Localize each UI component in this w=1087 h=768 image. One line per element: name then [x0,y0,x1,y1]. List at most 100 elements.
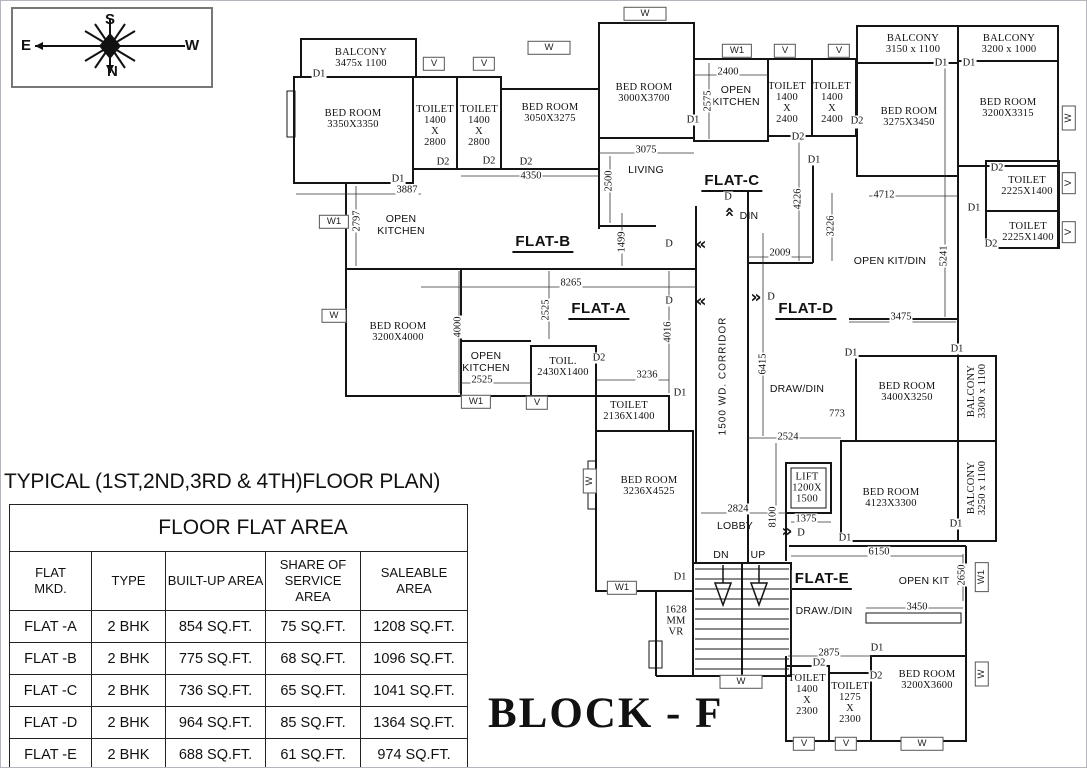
compass-north: N [107,63,118,80]
col-flat-mkd: FLAT MKD. [9,551,92,611]
label-toilet-2225-a: TOILET 2225X1400 [1001,175,1053,197]
door-marker: D1 [311,68,327,80]
dim-4016: 4016 [662,320,674,344]
cell-builtup: 854 SQ.FT. [165,610,266,643]
door-marker: D1 [869,642,885,654]
label-stairs-up: UP [750,549,766,561]
dim-2575: 2575 [702,89,714,113]
label-open-kitchen-b: OPEN KITCHEN [377,213,425,237]
window-marker: W [527,40,571,56]
window-marker: W [321,308,347,324]
cell-saleable: 1208 SQ.FT. [360,610,468,643]
dim-2400: 2400 [716,66,740,78]
door-marker: D [723,191,733,203]
block-title: BLOCK - F [488,690,724,737]
cell-flat: FLAT -B [9,642,92,675]
cell-type: 2 BHK [91,674,166,707]
plan-title: TYPICAL (1ST,2ND,3RD & 4TH)FLOOR PLAN) [4,470,441,493]
label-balcony-3300: BALCONY 3300 x 1100 [966,363,988,419]
window-marker: W [582,468,598,494]
window-marker: W [623,6,667,22]
label-bedroom-3200-3315: BED ROOM 3200X3315 [979,97,1037,119]
compass-east: E [21,37,32,54]
dim-2650: 2650 [956,563,968,587]
vent-marker: V [827,43,851,59]
dim-8100: 8100 [767,505,779,529]
dim-4000: 4000 [452,315,464,339]
col-service: SHARE OF SERVICE AREA [265,551,361,611]
vent-marker: V [472,56,496,72]
col-builtup: BUILT-UP AREA [165,551,266,611]
vent-marker: V [1061,220,1077,244]
cell-service: 65 SQ.FT. [265,674,361,707]
cell-saleable: 1364 SQ.FT. [360,706,468,739]
label-draw-din-e: DRAW./DIN [795,605,853,617]
flat-area-table: FLOOR FLAT AREA FLAT MKD. TYPE BUILT-UP … [9,504,468,767]
dim-4226: 4226 [792,187,804,211]
window-marker: W1 [318,214,350,230]
label-bedroom-3400: BED ROOM 3400X3250 [878,381,936,403]
dim-2524: 2524 [776,431,800,443]
label-toilet-1400-2300: TOILET 1400 X 2300 [788,673,826,717]
label-toilet-2136: TOILET 2136X1400 [603,400,655,422]
cell-type: 2 BHK [91,610,166,643]
door-marker: D1 [672,387,688,399]
label-balcony-3475: BALCONY 3475x 1100 [334,47,388,69]
label-bedroom-3236: BED ROOM 3236X4525 [620,475,678,497]
dim-3075: 3075 [634,144,658,156]
vent-marker: V [525,395,549,411]
door-marker: D2 [849,115,865,127]
vent-marker: V [422,56,446,72]
cell-saleable: 1041 SQ.FT. [360,674,468,707]
label-toilet-2400-b: TOILET 1400 X 2400 [813,81,851,125]
vent-marker: V [792,736,816,752]
door-marker: D1 [390,173,406,185]
door-marker: D1 [672,571,688,583]
dim-2824: 2824 [726,503,750,515]
col-type: TYPE [91,551,166,611]
cell-type: 2 BHK [91,738,166,767]
label-bedroom-3050: BED ROOM 3050X3275 [521,102,579,124]
door-marker: D1 [806,154,822,166]
cell-builtup: 775 SQ.FT. [165,642,266,675]
label-bedroom-3200-4000: BED ROOM 3200X4000 [369,321,427,343]
dim-5241: 5241 [938,244,950,268]
label-bedroom-3000: BED ROOM 3000X3700 [615,82,673,104]
stair-direction-arrows [713,565,769,608]
dim-2797: 2797 [351,209,363,233]
door-marker: D1 [933,57,949,69]
cell-type: 2 BHK [91,706,166,739]
door-marker: D1 [843,347,859,359]
cell-flat: FLAT -C [9,674,92,707]
window-marker: W [900,736,944,752]
window-marker: W1 [974,561,990,593]
label-flat-d: FLAT-D [775,300,837,320]
label-flat-a: FLAT-A [568,300,630,320]
label-flat-c: FLAT-C [701,172,763,192]
dim-4712: 4712 [872,189,896,201]
cell-service: 68 SQ.FT. [265,642,361,675]
cell-saleable: 1096 SQ.FT. [360,642,468,675]
door-marker: D2 [989,162,1005,174]
label-toilet-2800-a: TOILET 1400 X 2800 [416,104,454,148]
label-toilet-1275-2300: TOILET 1275 X 2300 [831,681,869,725]
label-flat-e: FLAT-E [791,570,853,590]
door-swing-icon: » [781,521,793,542]
dim-3226: 3226 [825,214,837,238]
cell-flat: FLAT -A [9,610,92,643]
cell-service: 61 SQ.FT. [265,738,361,767]
label-bedroom-3275: BED ROOM 3275X3450 [880,106,938,128]
cell-flat: FLAT -D [9,706,92,739]
dim-2525-v: 2525 [540,298,552,322]
label-open-kitchen-c: OPEN KITCHEN [712,84,760,108]
table-row: FLAT -B 2 BHK 775 SQ.FT. 68 SQ.FT. 1096 … [9,642,468,675]
dim-2500: 2500 [603,169,615,193]
door-marker: D2 [481,155,497,167]
door-marker: D2 [435,156,451,168]
label-bedroom-3350: BED ROOM 3350X3350 [324,108,382,130]
door-swing-icon: « [695,234,707,255]
dim-1499: 1499 [616,230,628,254]
dim-3236: 3236 [635,369,659,381]
label-open-kitchen-a: OPEN KITCHEN [462,350,510,374]
